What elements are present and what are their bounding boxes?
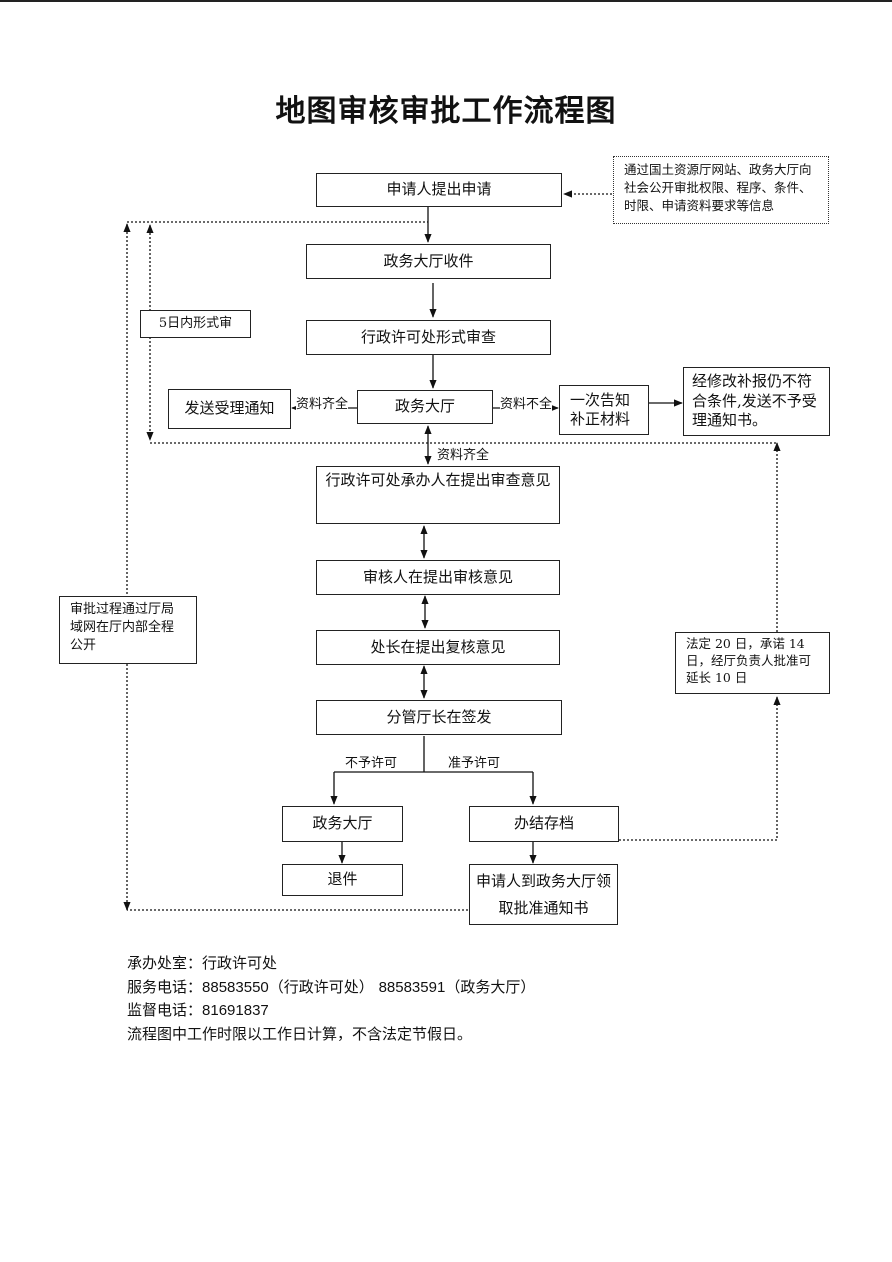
node-publicity-label: 通过国土资源厅网站、政务大厅向社会公开审批权限、程序、条件、时限、申请资料要求等… (624, 162, 812, 214)
node-hall-2: 政务大厅 (282, 806, 403, 842)
node-officer-opinion: 行政许可处承办人在提出审查意见 (316, 466, 560, 524)
node-apply-label: 申请人提出申请 (386, 180, 492, 199)
node-lan-public: 审批过程通过厅局域网在厅内部全程公开 (59, 596, 197, 664)
node-one-time-notice: 一次告知补正材料 (559, 385, 649, 435)
footer-service-phone-1-note: （行政许可处） (268, 977, 374, 996)
node-director-opinion: 处长在提出复核意见 (316, 630, 560, 665)
node-hall-2-label: 政务大厅 (312, 814, 373, 833)
edge-label-complete-down: 资料齐全 (437, 444, 490, 463)
node-return: 退件 (282, 864, 403, 896)
node-reject-notice: 经修改补报仍不符合条件,发送不予受理通知书。 (683, 367, 830, 436)
node-one-time-notice-label: 一次告知补正材料 (570, 390, 631, 429)
node-publicity: 通过国土资源厅网站、政务大厅向社会公开审批权限、程序、条件、时限、申请资料要求等… (613, 156, 829, 224)
footer-info: 承办处室：行政许可处 服务电话：88583550（行政许可处） 88583591… (127, 952, 535, 1046)
footer-note: 流程图中工作时限以工作日计算，不含法定节假日。 (127, 1024, 473, 1043)
top-border-line (0, 0, 892, 2)
node-formal-review: 行政许可处形式审查 (306, 320, 551, 355)
page-title: 地图审核审批工作流程图 (275, 94, 617, 129)
node-officer-opinion-label: 行政许可处承办人在提出审查意见 (325, 471, 551, 489)
node-hall-1-label: 政务大厅 (394, 397, 455, 416)
footer-service-line: 服务电话：88583550（行政许可处） 88583591（政务大厅） (127, 976, 535, 1000)
node-formal-review-label: 行政许可处形式审查 (360, 327, 496, 346)
node-apply: 申请人提出申请 (316, 173, 562, 207)
node-deputy-sign: 分管厅长在签发 (316, 700, 562, 735)
footer-service-label: 服务电话： (127, 977, 203, 996)
node-return-label: 退件 (327, 870, 358, 889)
node-send-notice: 发送受理通知 (168, 389, 291, 429)
node-deputy-sign-label: 分管厅长在签发 (386, 707, 492, 726)
footer-supervise-phone: 81691837 (202, 1002, 269, 1019)
node-five-day: 5日内形式审 (140, 310, 251, 338)
node-time-limit-label: 法定 20 日，承诺 14 日，经厅负责人批准可延长 10 日 (686, 636, 812, 685)
edge-label-approved: 准予许可 (448, 752, 501, 771)
edge-label-not-approved: 不予许可 (345, 752, 398, 771)
node-hall-1: 政务大厅 (357, 390, 493, 424)
footer-supervise-label: 监督电话： (127, 1001, 203, 1019)
node-five-day-label: 5日内形式审 (158, 315, 233, 331)
dotted-archive-right (619, 696, 781, 841)
node-collect: 申请人到政务大厅领取批准通知书 (469, 864, 618, 925)
node-collect-label: 申请人到政务大厅领取批准通知书 (475, 872, 611, 917)
footer-service-phone-1: 88583550 (202, 978, 269, 996)
footer-service-phone-2: 88583591 (378, 978, 446, 996)
node-receive-label: 政务大厅收件 (383, 251, 474, 270)
node-send-notice-label: 发送受理通知 (184, 399, 275, 418)
node-receive: 政务大厅收件 (306, 244, 551, 279)
node-reviewer-opinion: 审核人在提出审核意见 (316, 560, 560, 595)
edge-label-complete-left: 资料齐全 (296, 393, 349, 412)
node-archive: 办结存档 (469, 806, 619, 842)
footer-service-phone-2-note: （政务大厅） (445, 977, 536, 996)
node-time-limit: 法定 20 日，承诺 14 日，经厅负责人批准可延长 10 日 (675, 632, 830, 694)
node-archive-label: 办结存档 (513, 814, 574, 833)
footer-office: 承办处室：行政许可处 (127, 954, 278, 972)
node-director-opinion-label: 处长在提出复核意见 (370, 637, 506, 656)
node-lan-public-label: 审批过程通过厅局域网在厅内部全程公开 (70, 602, 175, 654)
footer-supervise-line: 监督电话：81691837 (127, 999, 535, 1023)
edge-label-incomplete: 资料不全 (500, 393, 553, 412)
node-reviewer-opinion-label: 审核人在提出审核意见 (362, 567, 513, 586)
node-reject-notice-label: 经修改补报仍不符合条件,发送不予受理通知书。 (692, 372, 817, 430)
